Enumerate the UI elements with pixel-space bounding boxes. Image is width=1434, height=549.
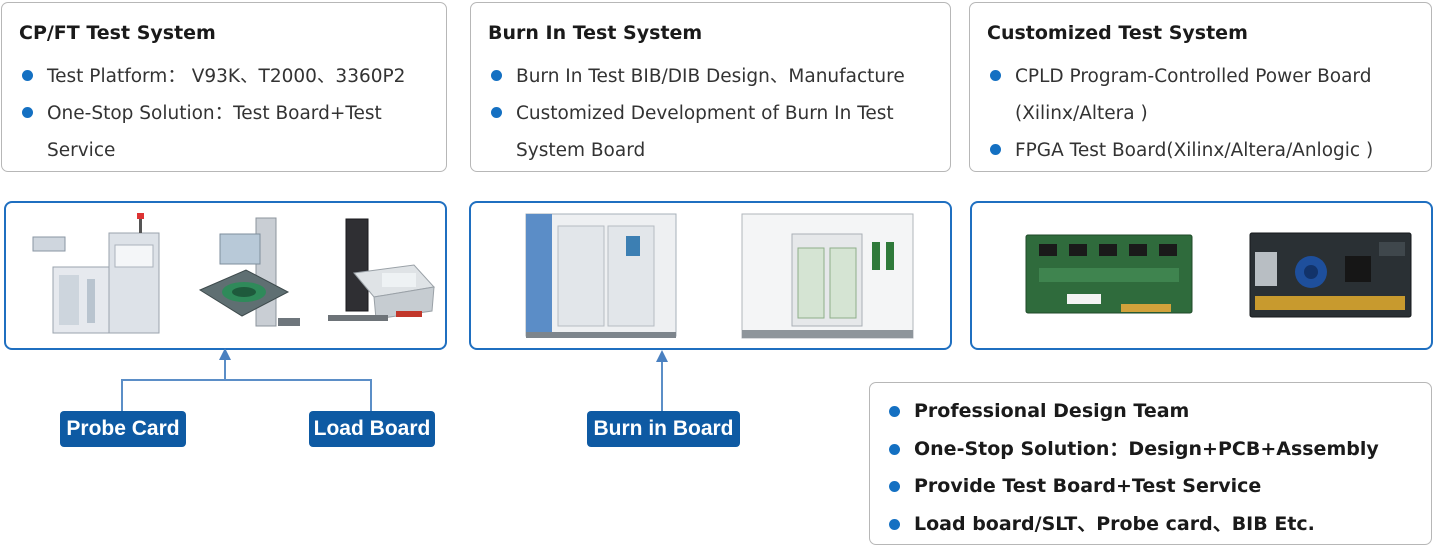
list-item: Burn In Test BIB/DIB Design、Manufacture bbox=[488, 58, 940, 95]
features-card: Professional Design Team One-Stop Soluti… bbox=[869, 382, 1432, 545]
list-item: FPGA Test Board(Xilinx/Altera/Anlogic ) bbox=[987, 132, 1421, 169]
cpft-system-card: CP/FT Test System Test Platform： V93K、T2… bbox=[1, 2, 447, 172]
burn-in-system-list: Burn In Test BIB/DIB Design、Manufacture … bbox=[488, 58, 940, 169]
cpft-arrow-head bbox=[219, 348, 231, 360]
load-board-tag: Load Board bbox=[309, 411, 435, 447]
probe-card-connector bbox=[121, 379, 372, 412]
list-item: One-Stop Solution：Test Board+Test Servic… bbox=[19, 95, 436, 169]
burn-in-arrow-head bbox=[656, 350, 668, 362]
test-handler-image bbox=[32, 213, 160, 334]
load-board-handler-image bbox=[328, 218, 435, 321]
list-item: Provide Test Board+Test Service bbox=[887, 468, 1379, 506]
cpft-system-list: Test Platform： V93K、T2000、3360P2 One-Sto… bbox=[19, 58, 436, 169]
list-item: One-Stop Solution：Design+PCB+Assembly bbox=[887, 431, 1379, 469]
cpld-power-board-image bbox=[1025, 234, 1193, 314]
list-item: Test Platform： V93K、T2000、3360P2 bbox=[19, 58, 436, 95]
burn-in-chamber-image bbox=[525, 213, 677, 338]
list-item: Load board/SLT、Probe card、BIB Etc. bbox=[887, 506, 1379, 544]
list-item: CPLD Program-Controlled Power Board (Xil… bbox=[987, 58, 1421, 132]
burn-in-system-card: Burn In Test System Burn In Test BIB/DIB… bbox=[470, 2, 951, 172]
customized-system-card: Customized Test System CPLD Program-Cont… bbox=[969, 2, 1432, 172]
probe-station-image bbox=[198, 217, 300, 327]
cpft-system-title: CP/FT Test System bbox=[19, 22, 216, 44]
customized-system-title: Customized Test System bbox=[987, 22, 1248, 44]
features-list: Professional Design Team One-Stop Soluti… bbox=[887, 393, 1379, 543]
list-item: Professional Design Team bbox=[887, 393, 1379, 431]
burn-in-board-tag: Burn in Board bbox=[587, 411, 740, 447]
list-item: Customized Development of Burn In Test S… bbox=[488, 95, 940, 169]
probe-card-tag: Probe Card bbox=[60, 411, 186, 447]
burn-in-oven-image bbox=[741, 213, 914, 339]
fpga-test-board-image bbox=[1249, 232, 1412, 318]
burn-in-system-title: Burn In Test System bbox=[488, 22, 703, 44]
customized-system-list: CPLD Program-Controlled Power Board (Xil… bbox=[987, 58, 1421, 169]
